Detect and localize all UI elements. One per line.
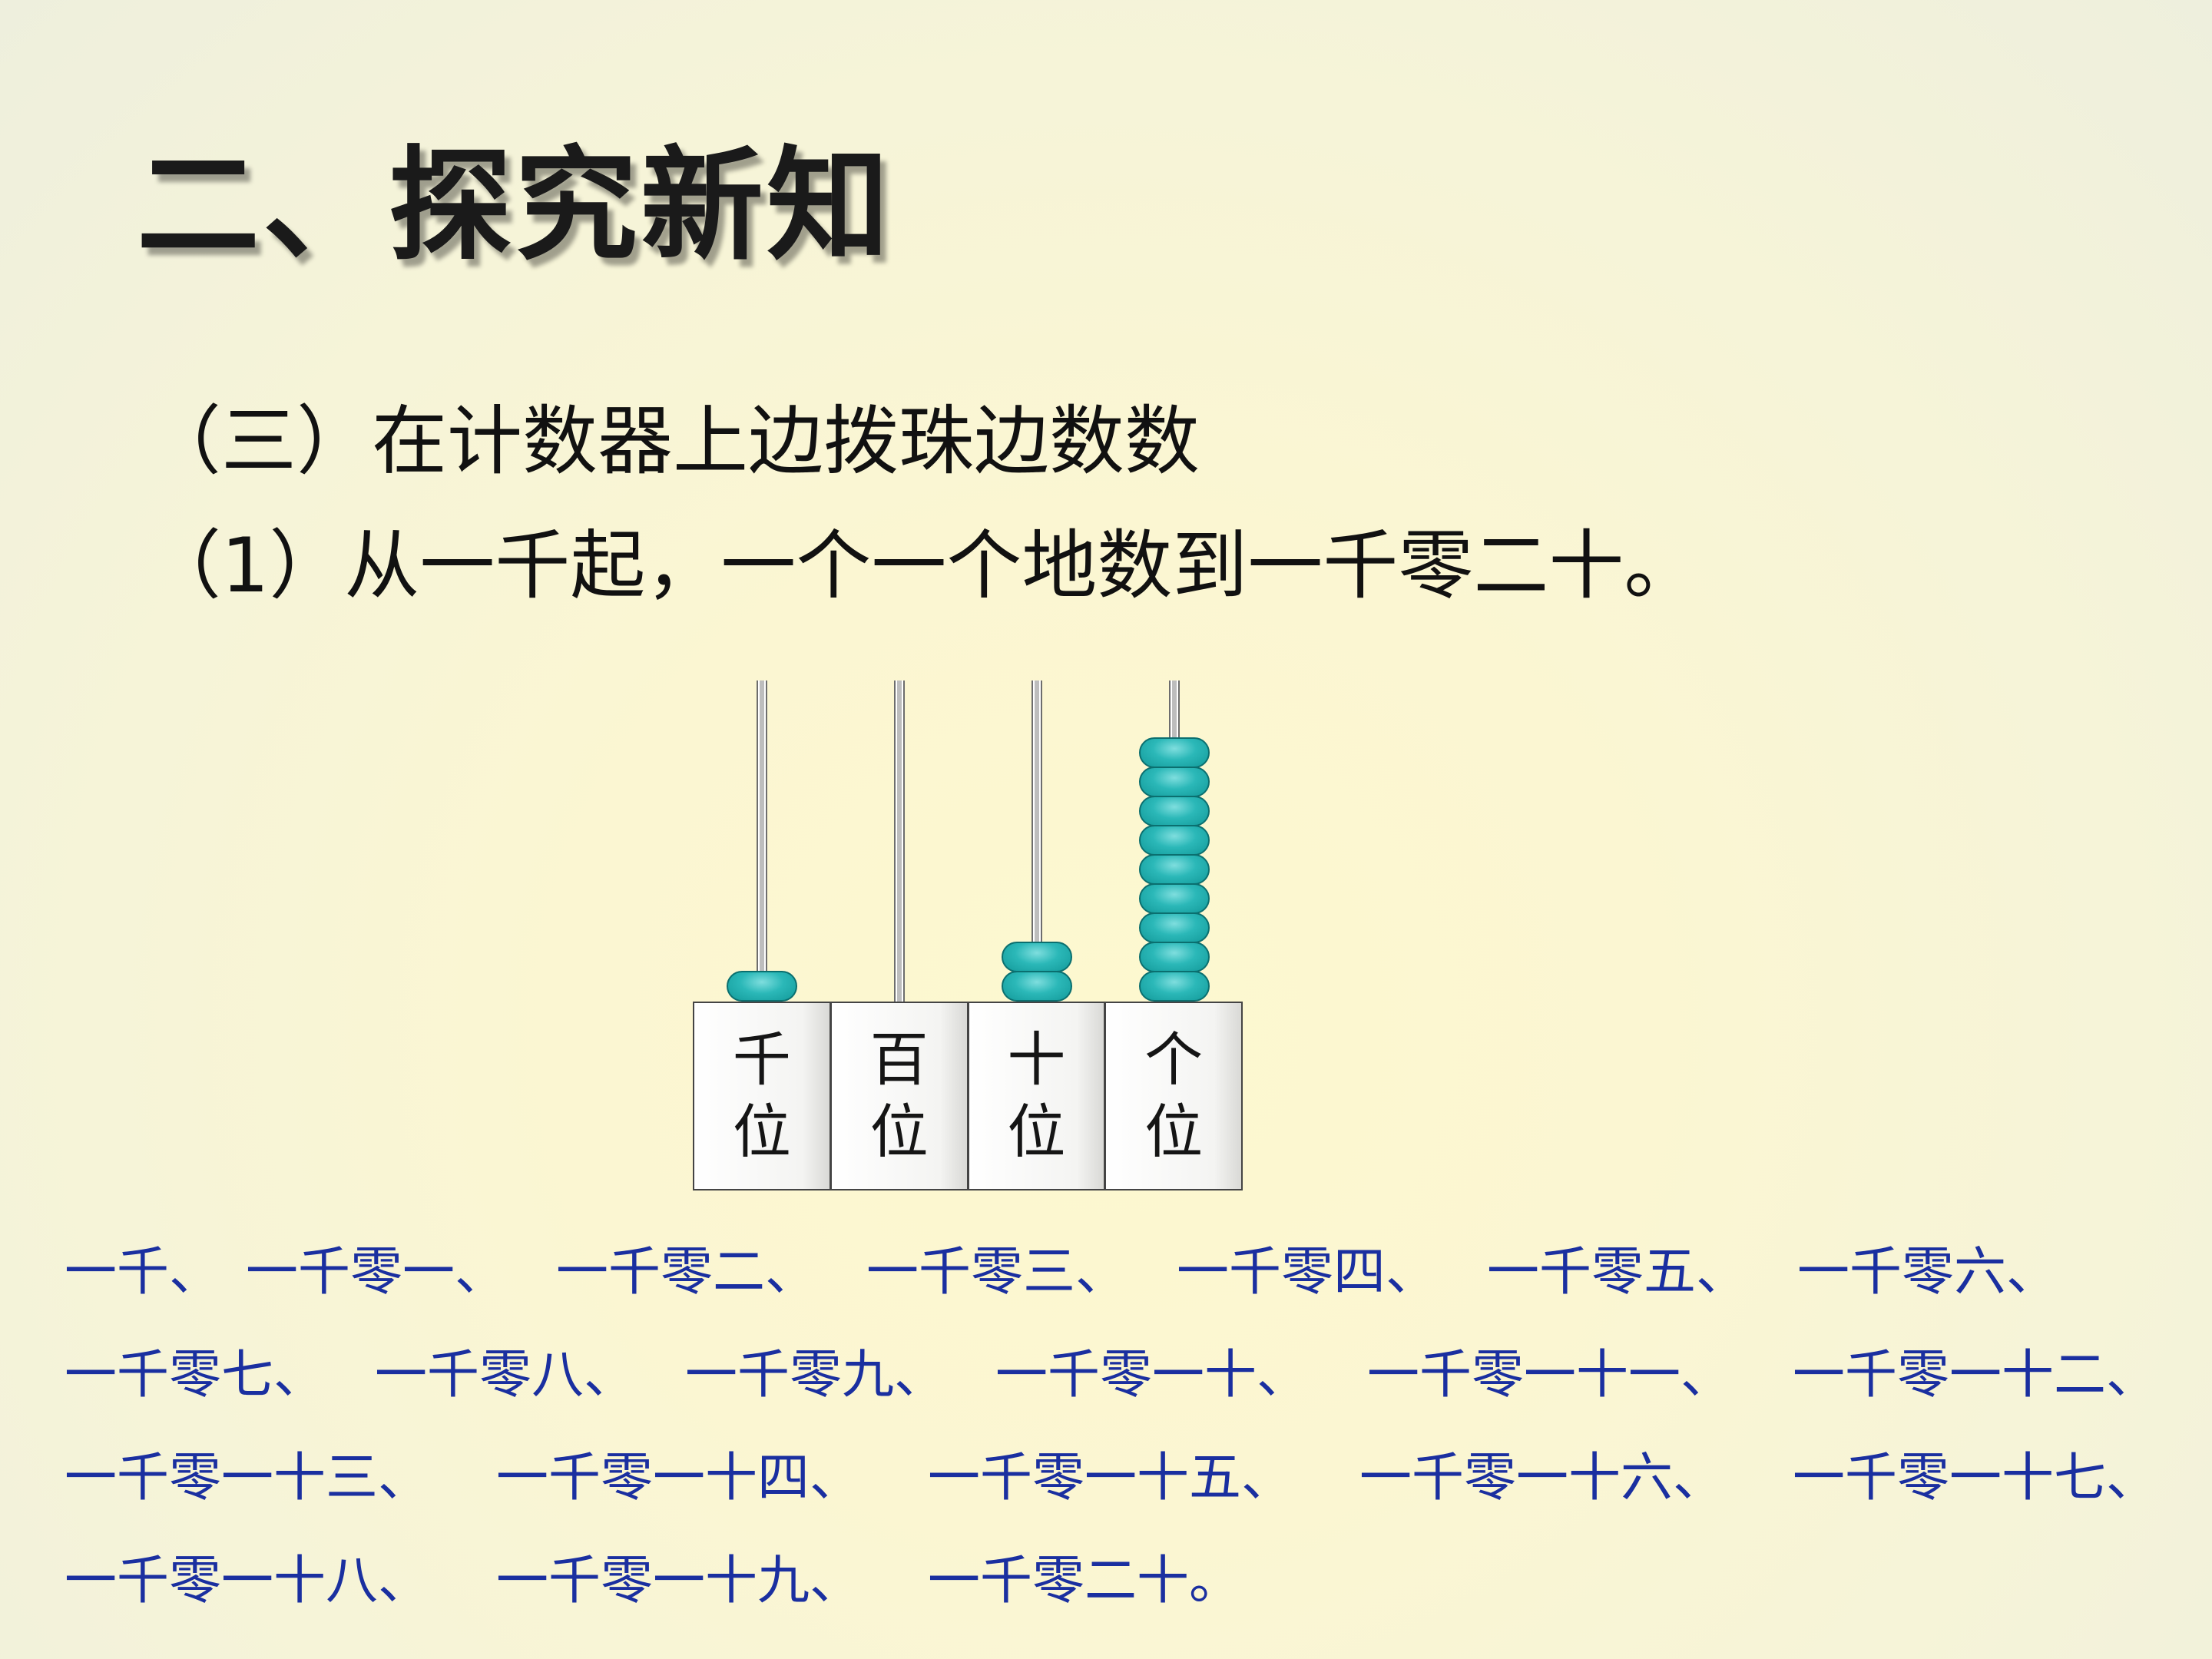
place-label-top: 个 (1144, 1025, 1204, 1094)
section-subtitle: （三）在计数器上边拨珠边数数 (146, 398, 1200, 485)
abacus-bead-tens (1002, 942, 1072, 972)
place-label-top: 千 (732, 1025, 791, 1094)
sequence-item: 一千零一十二、 (1793, 1345, 2159, 1406)
abacus-bead-ones (1139, 883, 1210, 914)
sequence-item: 一千零一十、 (995, 1345, 1310, 1406)
sequence-item: 一千零二、 (556, 1242, 818, 1303)
sequence-item: 一千零九、 (685, 1345, 947, 1406)
abacus-bead-ones (1139, 912, 1210, 943)
abacus-bead-ones (1139, 942, 1210, 972)
place-label-top: 十 (1007, 1025, 1066, 1094)
place-value-hundreds: 百 位 (831, 1003, 969, 1189)
abacus-bead-ones (1139, 796, 1210, 826)
sequence-item: 一千零一十七、 (1793, 1448, 2159, 1508)
sequence-item: 一千零一十一、 (1367, 1345, 1734, 1406)
place-value-thousands: 千 位 (694, 1003, 832, 1189)
place-value-ones: 个 位 (1106, 1003, 1241, 1189)
sequence-item: 一千零一十五、 (928, 1448, 1294, 1508)
abacus-bead-ones (1139, 825, 1210, 856)
sequence-item: 一千零七、 (65, 1345, 326, 1406)
sequence-item: 一千零五、 (1487, 1242, 1749, 1303)
sequence-item: 一千零二十。 (928, 1551, 1242, 1611)
sequence-item: 一千零一十九、 (496, 1551, 863, 1611)
sequence-line: 一千零一十三、 一千零一十四、 一千零一十五、 一千零一十六、 一千零一十七、 (65, 1427, 2184, 1530)
abacus-rod-thousands (757, 680, 767, 1003)
abacus-counter: 千 位 百 位 十 位 个 位 (693, 674, 1243, 1190)
sequence-item: 一千、 (65, 1242, 222, 1303)
abacus-base: 千 位 百 位 十 位 个 位 (693, 1002, 1243, 1190)
abacus-bead-tens (1002, 971, 1072, 1002)
abacus-bead-ones (1139, 854, 1210, 885)
abacus-rod-tens (1031, 680, 1042, 1003)
sequence-item: 一千零八、 (375, 1345, 637, 1406)
sequence-item: 一千零四、 (1177, 1242, 1439, 1303)
sequence-item: 一千零六、 (1797, 1242, 2059, 1303)
sequence-item: 一千零一十六、 (1359, 1448, 1726, 1508)
abacus-bead-thousands (727, 971, 797, 1002)
sequence-item: 一千零一、 (246, 1242, 508, 1303)
sequence-item: 一千零一十八、 (65, 1551, 431, 1611)
sequence-line: 一千、 一千零一、 一千零二、 一千零三、 一千零四、 一千零五、 一千零六、 (65, 1221, 2184, 1324)
sequence-line: 一千零七、 一千零八、 一千零九、 一千零一十、 一千零一十一、 一千零一十二、 (65, 1324, 2184, 1427)
place-label-bottom: 位 (1144, 1098, 1204, 1166)
abacus-rod-hundreds (894, 680, 905, 1003)
place-label-top: 百 (869, 1025, 929, 1094)
abacus-bead-ones (1139, 737, 1210, 768)
sequence-line: 一千零一十八、 一千零一十九、 一千零二十。 (65, 1530, 2184, 1633)
abacus-bead-ones (1139, 767, 1210, 797)
counting-sequence: 一千、 一千零一、 一千零二、 一千零三、 一千零四、 一千零五、 一千零六、 … (65, 1221, 2184, 1633)
place-label-bottom: 位 (1007, 1098, 1066, 1166)
instruction-text: （1）从一千起，一个一个地数到一千零二十。 (146, 522, 1700, 610)
sequence-item: 一千零一十三、 (65, 1448, 431, 1508)
sequence-item: 一千零一十四、 (496, 1448, 863, 1508)
abacus-bead-ones (1139, 971, 1210, 1002)
sequence-item: 一千零三、 (866, 1242, 1128, 1303)
place-label-bottom: 位 (732, 1098, 791, 1166)
place-label-bottom: 位 (869, 1098, 929, 1166)
page-title: 二、探究新知 (137, 134, 893, 277)
place-value-tens: 十 位 (969, 1003, 1107, 1189)
